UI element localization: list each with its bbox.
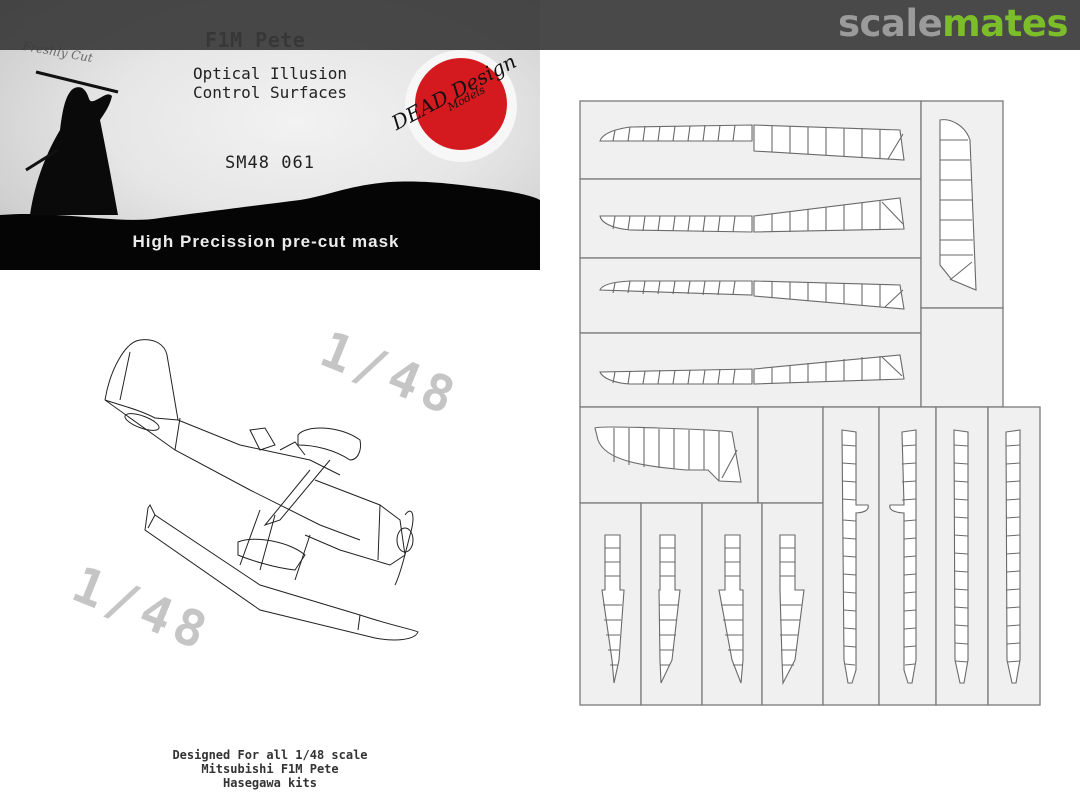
brand-mates: mates	[942, 2, 1068, 45]
product-subtitle: Optical Illusion Control Surfaces	[170, 64, 370, 102]
product-tagline: High Precission pre-cut mask	[132, 232, 400, 251]
logo-red-disc	[415, 58, 507, 150]
scalemates-logo[interactable]: scalemates	[837, 2, 1069, 45]
caption-line-3: Hasegawa kits	[223, 776, 317, 790]
compatibility-caption: Designed For all 1/48 scale Mitsubishi F…	[100, 748, 440, 790]
caption-line-1: Designed For all 1/48 scale	[172, 748, 368, 762]
dead-design-logo	[405, 50, 517, 162]
brand-scale: scale	[837, 2, 943, 45]
caption-line-2: Mitsubishi F1M Pete	[201, 762, 339, 776]
samurai-silhouette-illustration	[0, 70, 540, 270]
subtitle-line-2: Control Surfaces	[192, 83, 348, 102]
mask-sheet	[579, 100, 1041, 706]
product-code: SM48 061	[225, 153, 315, 173]
subtitle-line-1: Optical Illusion	[192, 64, 348, 83]
header-bar: scalemates	[0, 0, 1080, 50]
floatplane-drawing	[104, 339, 419, 641]
